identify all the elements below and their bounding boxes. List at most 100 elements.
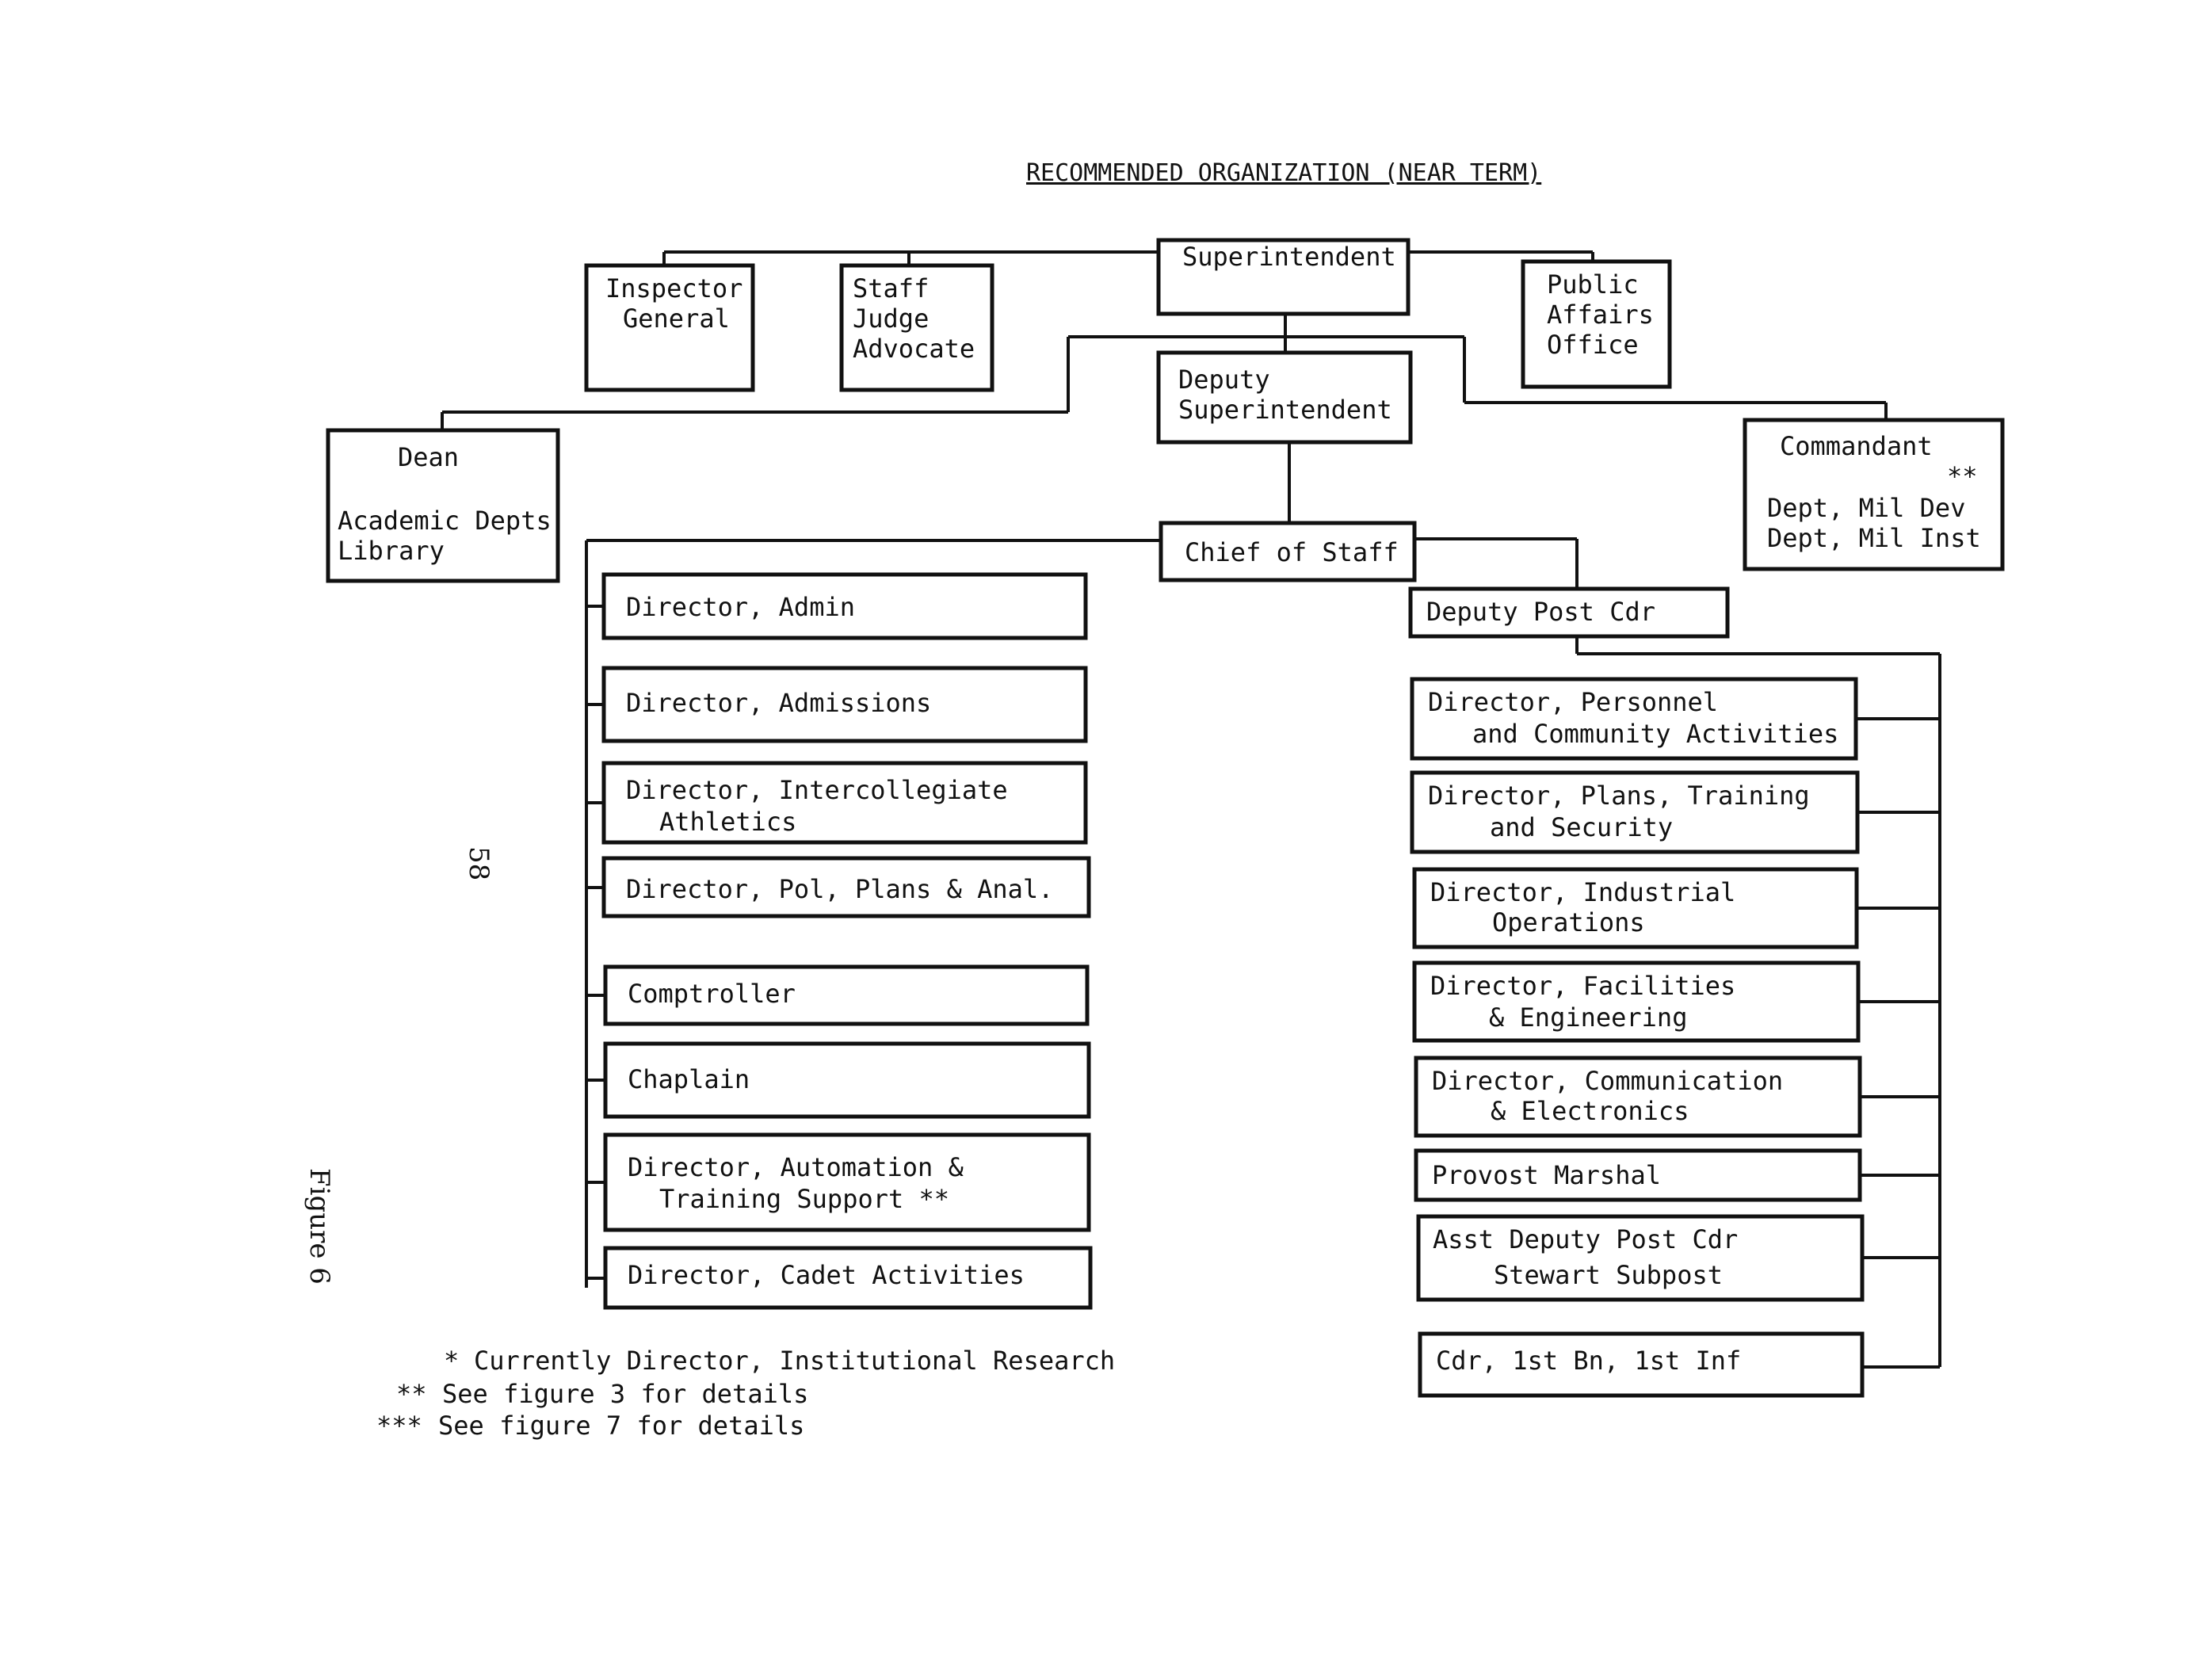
org-nodes: SuperintendentInspectorGeneralStaffJudge… — [326, 238, 2005, 1398]
node-label: Director, Personnel — [1428, 687, 1718, 717]
node-box — [1410, 677, 1858, 761]
node-box — [1416, 1214, 1865, 1302]
node-box — [1156, 350, 1413, 445]
node-box — [1156, 238, 1411, 316]
node-cdr-1st-bn-1st-inf: Cdr, 1st Bn, 1st Inf — [1418, 1331, 1865, 1398]
node-comptroller: Comptroller — [603, 964, 1090, 1026]
node-director-facilities-engineering: Director, Facilities& Engineering — [1412, 960, 1861, 1043]
node-label: Athletics — [659, 807, 796, 837]
node-box — [603, 1246, 1093, 1310]
node-box — [601, 572, 1088, 640]
footnote-mark: * — [444, 1346, 459, 1376]
node-box — [584, 263, 755, 392]
node-box — [1412, 867, 1859, 949]
node-superintendent: Superintendent — [1156, 238, 1411, 316]
node-box — [326, 428, 560, 583]
node-label: Public — [1547, 269, 1639, 300]
node-label: Deputy — [1178, 365, 1270, 395]
node-box — [603, 1041, 1091, 1119]
node-label: Director, Industrial — [1430, 877, 1735, 907]
node-label: Chief of Staff — [1185, 537, 1399, 567]
connector-lines — [441, 250, 1941, 1369]
node-label: Commandant — [1780, 431, 1933, 461]
node-label: and Security — [1490, 812, 1673, 842]
node-box — [601, 666, 1088, 743]
node-label: & Electronics — [1491, 1096, 1689, 1126]
node-label: Director, Pol, Plans & Anal. — [626, 874, 1053, 904]
node-label: Office — [1547, 330, 1639, 360]
node-label: Director, Admin — [626, 592, 855, 622]
node-label: General — [623, 304, 730, 334]
node-label: Dean — [398, 442, 459, 472]
node-box — [1412, 960, 1861, 1043]
node-label: Asst Deputy Post Cdr — [1433, 1224, 1738, 1254]
footnote-text: Currently Director, Institutional Resear… — [474, 1346, 1115, 1376]
page-number: 58 — [463, 846, 494, 880]
node-label: Affairs — [1547, 300, 1654, 330]
node-director-pol-plans-anal: Director, Pol, Plans & Anal. — [601, 856, 1091, 918]
node-label: Advocate — [853, 334, 975, 364]
node-box — [1418, 1331, 1865, 1398]
node-provost-marshal: Provost Marshal — [1414, 1148, 1862, 1202]
node-label: Director, Admissions — [626, 688, 931, 718]
node-chief-of-staff: Chief of Staff — [1159, 521, 1417, 582]
figure-label: Figure 6 — [303, 1168, 335, 1285]
node-label: Operations — [1492, 907, 1645, 937]
node-label: ** — [1947, 461, 1978, 491]
footnote-text: See figure 7 for details — [438, 1411, 804, 1441]
node-label: Director, Facilities — [1430, 971, 1735, 1001]
node-label: Superintendent — [1182, 242, 1396, 272]
node-box — [1408, 586, 1730, 639]
node-box — [603, 1132, 1091, 1232]
node-label: Dept, Mil Dev — [1767, 493, 1965, 523]
node-label: Cdr, 1st Bn, 1st Inf — [1436, 1346, 1741, 1376]
node-label: Superintendent — [1178, 395, 1392, 425]
node-director-admissions: Director, Admissions — [601, 666, 1088, 743]
node-label: Deputy Post Cdr — [1426, 597, 1655, 627]
node-label: Academic Depts — [338, 506, 552, 536]
node-box — [839, 263, 994, 392]
node-label: Director, Intercollegiate — [626, 775, 1008, 805]
node-box — [1414, 1056, 1862, 1138]
node-box — [601, 761, 1088, 845]
node-label: Staff — [853, 273, 929, 304]
node-director-communication-electronics: Director, Communication& Electronics — [1414, 1056, 1862, 1138]
footnote-mark: *** — [376, 1411, 422, 1441]
node-label: & Engineering — [1489, 1002, 1687, 1033]
node-deputy-post-cdr: Deputy Post Cdr — [1408, 586, 1730, 639]
node-label: Director, Automation & — [628, 1152, 964, 1182]
node-label: Inspector — [605, 273, 742, 304]
node-label: Chaplain — [628, 1064, 750, 1094]
node-label: Director, Cadet Activities — [628, 1260, 1025, 1290]
node-box — [1159, 521, 1417, 582]
node-box — [1414, 1148, 1862, 1202]
footnote-text: See figure 3 for details — [442, 1379, 808, 1409]
node-label: Provost Marshal — [1432, 1160, 1661, 1190]
node-label: Judge — [853, 304, 929, 334]
node-director-cadet-activities: Director, Cadet Activities — [603, 1246, 1093, 1310]
node-label: Dept, Mil Inst — [1767, 523, 1981, 553]
node-box — [601, 856, 1091, 918]
node-label: Stewart Subpost — [1494, 1260, 1723, 1290]
footnotes: * Currently Director, Institutional Resea… — [376, 1346, 1115, 1441]
node-box — [1743, 418, 2005, 571]
node-label: and Community Activities — [1472, 719, 1838, 749]
chart-title: RECOMMENDED ORGANIZATION (NEAR TERM) — [1026, 159, 1541, 187]
node-box — [1410, 770, 1860, 854]
node-box — [603, 964, 1090, 1026]
node-chaplain: Chaplain — [603, 1041, 1091, 1119]
node-label: Comptroller — [628, 979, 796, 1009]
footnote-mark: ** — [396, 1379, 427, 1409]
